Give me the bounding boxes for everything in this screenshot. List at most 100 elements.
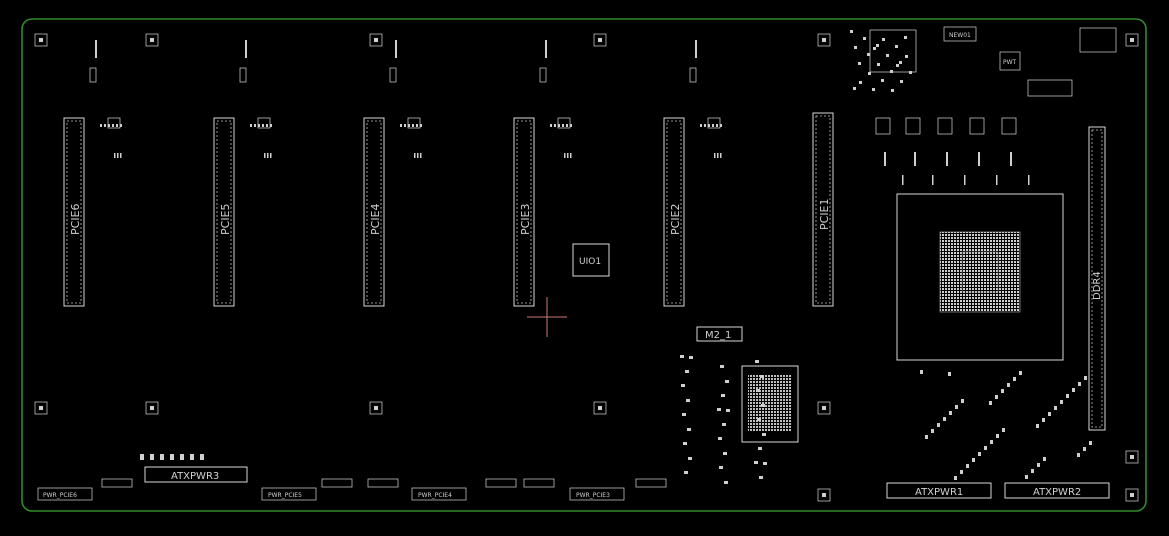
smd-pad (420, 153, 422, 158)
slot-label-pcie2: PCIE2 (669, 203, 682, 235)
smd-pad (900, 80, 903, 83)
smd-pad (854, 46, 857, 49)
part-outline (689, 67, 697, 83)
pwr-pcie4[interactable]: PWR_PCIE4 (411, 487, 467, 501)
chipset[interactable] (741, 365, 799, 443)
pin-header (523, 478, 555, 488)
atx-power-1[interactable]: ATXPWR1 (886, 482, 992, 499)
smd-pad (853, 87, 856, 90)
pwr-pcie5[interactable]: PWR_PCIE5 (261, 487, 317, 501)
smd-pad (996, 434, 999, 438)
mounting-hole (145, 401, 159, 415)
smd-pad (704, 124, 706, 127)
smd-pad (726, 409, 730, 412)
smd-pad (258, 124, 260, 127)
mounting-hole (593, 401, 607, 415)
m2-slot[interactable]: M2_1 (696, 326, 743, 342)
smd-pad (714, 153, 716, 158)
smd-pad (873, 47, 876, 50)
header-pad (150, 454, 154, 460)
smd-pad (720, 365, 724, 368)
uio1-label: UIO1 (579, 257, 601, 267)
ic-footprint (707, 117, 721, 129)
smd-pad (267, 153, 269, 158)
smd-pad (270, 124, 272, 127)
smd-pad (250, 124, 252, 127)
smd-pad (1002, 428, 1005, 432)
mounting-hole-pad (374, 38, 378, 42)
smd-pad (872, 88, 875, 91)
vrm-inductor (905, 117, 921, 135)
smd-pad (720, 153, 722, 158)
part-outline (389, 67, 397, 83)
pin-header (321, 478, 353, 488)
smd-pad (264, 153, 266, 158)
pin-header (635, 478, 667, 488)
smd-pad (905, 55, 908, 58)
smd-pad (755, 360, 759, 363)
header-pad (140, 454, 144, 460)
part-outline (539, 67, 547, 83)
mounting-hole-pad (598, 38, 602, 42)
smd-pad (688, 457, 692, 460)
atx-power-3[interactable]: ATXPWR3 (144, 466, 248, 483)
smd-pad (1007, 383, 1010, 387)
smd-pad (682, 413, 686, 416)
slot-pcie2[interactable]: PCIE2 (663, 117, 685, 307)
smd-pad (948, 372, 951, 376)
pwr-pcie3[interactable]: PWR_PCIE3 (569, 487, 625, 501)
mounting-hole-pad (150, 406, 154, 410)
slot-pcie4[interactable]: PCIE4 (363, 117, 385, 307)
atx-power-2[interactable]: ATXPWR2 (1004, 482, 1110, 499)
slot-label-pcie3: PCIE3 (519, 203, 532, 235)
slot-pcie5[interactable]: PCIE5 (213, 117, 235, 307)
mounting-hole-pad (1130, 455, 1134, 459)
slot-pcie3[interactable]: PCIE3 (513, 117, 535, 307)
ddr4-slot[interactable]: DDR4 (1088, 126, 1106, 431)
pwr-ic[interactable]: PWT (999, 51, 1021, 71)
smd-pad (759, 476, 763, 479)
vrm-pad (1010, 152, 1012, 166)
smd-pad (687, 428, 691, 431)
vrm-pad (964, 175, 966, 185)
slot-pcie1[interactable]: PCIE1 (812, 112, 834, 307)
smd-pad (1025, 475, 1028, 479)
smd-pad (1066, 394, 1069, 398)
smd-pad (984, 446, 987, 450)
smd-pad (909, 71, 912, 74)
atx2-label: ATXPWR2 (1033, 487, 1081, 498)
top-chip-label: NEW01 (949, 32, 971, 39)
smd-pad (754, 461, 758, 464)
atx1-label: ATXPWR1 (915, 487, 963, 498)
slot-pcie6[interactable]: PCIE6 (63, 117, 85, 307)
smd-pad (868, 72, 871, 75)
smd-pad (689, 356, 693, 359)
pwr-pcie4-label: PWR_PCIE4 (418, 492, 452, 499)
pwr-pcie6-label: PWR_PCIE6 (43, 492, 77, 499)
uio1-chip[interactable]: UIO1 (572, 243, 610, 277)
smd-pad (570, 124, 572, 127)
part-outline (89, 67, 97, 83)
ic-footprint (107, 117, 121, 129)
smd-pad (1043, 457, 1046, 461)
mounting-hole-pad (822, 493, 826, 497)
pin-header (101, 478, 133, 488)
smd-pad (723, 452, 727, 455)
header-pad (190, 454, 194, 460)
top-chip-group[interactable]: NEW01 (943, 26, 977, 42)
vrm-pad (996, 175, 998, 185)
mounting-hole (817, 488, 831, 502)
pwr-pcie6[interactable]: PWR_PCIE6 (37, 487, 93, 501)
smd-pad (417, 153, 419, 158)
smd-pad (717, 153, 719, 158)
cpu-socket[interactable] (896, 193, 1064, 361)
smd-pad (882, 38, 885, 41)
smd-pad (117, 153, 119, 158)
smd-pad (762, 433, 766, 436)
smd-pad (758, 447, 762, 450)
mounting-hole-pad (822, 38, 826, 42)
part-outline (239, 67, 247, 83)
smd-pad (686, 399, 690, 402)
smd-pad (420, 124, 422, 127)
smd-pad (896, 64, 899, 67)
